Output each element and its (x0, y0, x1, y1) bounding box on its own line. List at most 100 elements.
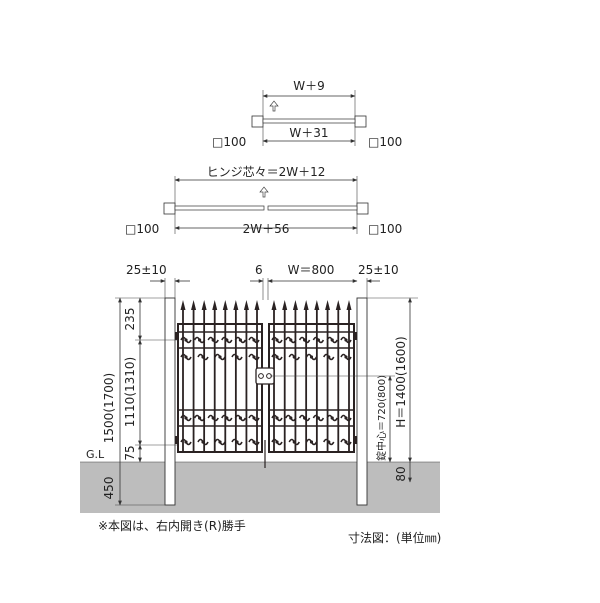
plan-double-top-dim: ヒンジ芯々＝2W＋12 (207, 165, 326, 179)
ornament-knot (252, 355, 256, 359)
top-ornament-label: 235 (123, 308, 137, 331)
ornament-knot (211, 338, 215, 342)
left-gap-label: 25±10 (126, 263, 167, 277)
ornament-knot (275, 416, 279, 420)
ornament-knot (184, 338, 188, 342)
ground-label: G.L (86, 448, 105, 461)
hinge (353, 436, 357, 444)
picket-spear (325, 300, 331, 310)
ornament-knot (309, 355, 314, 359)
ornament-knot (252, 416, 256, 420)
right-post (356, 297, 368, 506)
leaf-width-label: W＝800 (288, 263, 335, 277)
ornament-knot (201, 440, 205, 444)
gate-leaves (175, 300, 357, 468)
ornament-knot (198, 338, 202, 342)
lock-center-label: 錠中心＝720(800) (375, 375, 388, 461)
swing-arrow-icon (269, 100, 279, 112)
plan-right-post (354, 115, 367, 128)
ornament-knot (235, 440, 239, 444)
leaf-frame (177, 323, 263, 453)
plan-leaf (262, 118, 356, 124)
ornament-knot (184, 440, 188, 444)
post-height-label: 1500(1700) (102, 373, 116, 443)
picket-spear (180, 300, 186, 310)
embed-depth-label: 450 (102, 477, 116, 500)
picket-spear (292, 300, 298, 310)
plan-double-right-leaf (267, 205, 358, 211)
plan-single-left-post-label: □100 (212, 135, 246, 149)
right-gap-label: 25±10 (358, 263, 399, 277)
picket-spear (346, 300, 352, 310)
picket-spear (314, 300, 320, 310)
ornament-knot (218, 355, 222, 359)
plan-double-right-post-label: □100 (368, 222, 402, 236)
plan-single-leaf: W＋9 W＋31 □100 □100 (212, 79, 402, 149)
ornament-knot (344, 338, 348, 342)
left-post (164, 297, 176, 506)
ornament-knot (316, 338, 320, 342)
ornament-knot (238, 416, 242, 420)
plan-double-right-post (356, 202, 369, 215)
ornament-knot (235, 355, 239, 359)
picket-spear (233, 300, 239, 310)
ornament-knot (252, 440, 256, 444)
leaf-frame (268, 323, 355, 453)
ornament-knot (303, 416, 307, 420)
ornament-knot (289, 416, 293, 420)
ground-clearance-label: 80 (394, 466, 408, 481)
total-height-label: H＝1400(1600) (394, 336, 408, 427)
ornament-knot (292, 355, 296, 359)
ornament-knot (198, 416, 202, 420)
elevation-view: G.L 25±10 6 W＝800 25±10 1500(1700) 235 1… (80, 263, 440, 513)
plan-double-left-post-label: □100 (125, 222, 159, 236)
hinge (353, 332, 357, 340)
plan-double-left-post (163, 202, 176, 215)
ornament-knot (344, 440, 348, 444)
leaf-height-label: 1110(1310) (123, 357, 137, 427)
ornament-knot (330, 416, 334, 420)
picket-spear (201, 300, 207, 310)
ornament-knot (252, 338, 256, 342)
plan-single-right-post-label: □100 (368, 135, 402, 149)
ground-area (80, 462, 440, 513)
orientation-note: ※本図は、右内開き(R)勝手 (98, 518, 246, 533)
plan-left-post (251, 115, 264, 128)
ornament-knot (211, 416, 215, 420)
ornament-knot (275, 440, 279, 444)
ornament-knot (327, 440, 331, 444)
plan-double-leaf: ヒンジ芯々＝2W＋12 2W＋56 □100 □100 (125, 165, 402, 236)
ornament-knot (275, 355, 279, 359)
picket-spear (254, 300, 260, 310)
picket-spear (212, 300, 218, 310)
plan-single-top-dim: W＋9 (293, 79, 325, 93)
ornament-knot (303, 338, 307, 342)
ornament-knot (225, 338, 229, 342)
ornament-knot (344, 355, 348, 359)
unit-note: 寸法図：(単位㎜) (348, 530, 441, 545)
picket-spear (303, 300, 309, 310)
ornament-knot (275, 338, 279, 342)
picket-spear (191, 300, 197, 310)
hinge (175, 332, 179, 340)
picket-spear (271, 300, 277, 310)
bottom-gap-label: 75 (123, 445, 137, 460)
picket-spear (282, 300, 288, 310)
picket-spear (243, 300, 249, 310)
ornament-knot (184, 416, 188, 420)
ornament-knot (225, 416, 229, 420)
ornament-knot (218, 440, 222, 444)
picket-spear (335, 300, 341, 310)
plan-double-bottom-dim: 2W＋56 (243, 222, 290, 236)
ornament-knot (344, 416, 348, 420)
center-gap-label: 6 (255, 263, 263, 277)
hinge (175, 436, 179, 444)
ornament-knot (201, 355, 205, 359)
ornament-knot (330, 338, 334, 342)
ornament-knot (289, 338, 293, 342)
ornament-knot (292, 440, 296, 444)
ornament-knot (327, 355, 331, 359)
lock-keyhole-icon (258, 373, 264, 379)
plan-double-left-leaf (174, 205, 265, 211)
